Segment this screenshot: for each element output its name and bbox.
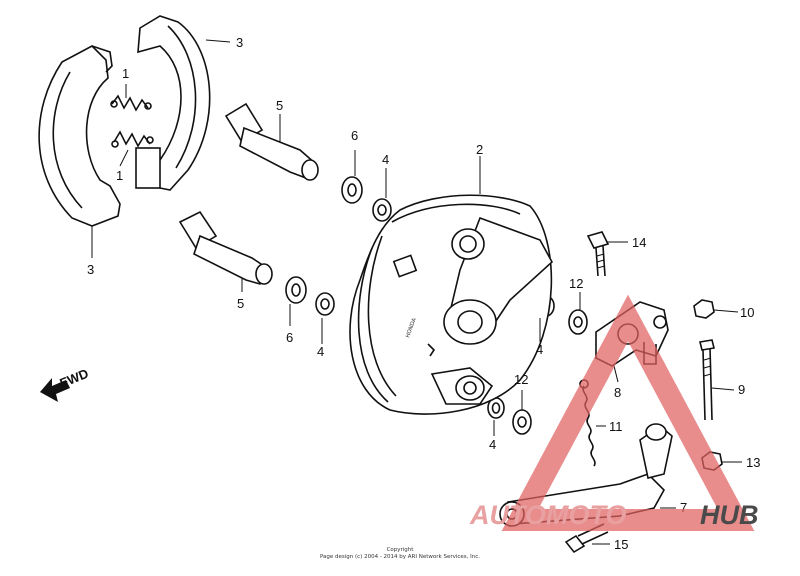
callout-3b: 3 [87, 262, 94, 277]
callout-1a: 1 [122, 66, 129, 81]
callout-4c: 4 [536, 342, 543, 357]
watermark-logo: AUTOMOTO HUB [469, 294, 759, 531]
shoe-spring-upper [110, 94, 152, 112]
callout-12a: 12 [569, 276, 583, 291]
callout-4d: 4 [489, 437, 496, 452]
fwd-label: FWD [58, 366, 91, 391]
nut-10 [693, 299, 715, 319]
callout-5b: 5 [237, 296, 244, 311]
callouts: 1 1 2 3 3 4 4 4 4 5 5 6 6 7 8 9 10 11 12… [87, 35, 760, 552]
washer-6-upper [341, 176, 363, 204]
callout-8: 8 [614, 385, 621, 400]
washer-12-right-upper [568, 309, 588, 335]
callout-4a: 4 [382, 152, 389, 167]
callout-11: 11 [609, 419, 623, 434]
callout-10: 10 [740, 305, 754, 320]
callout-7: 7 [680, 500, 687, 515]
callout-2: 2 [476, 142, 483, 157]
footer-copyright: Copyright [387, 547, 415, 553]
callout-13: 13 [746, 455, 760, 470]
callout-4b: 4 [317, 344, 324, 359]
shoe-spring-lower [111, 130, 154, 148]
brake-panel [349, 194, 554, 415]
washer-12-right-lower [512, 409, 532, 435]
callout-15: 15 [614, 537, 628, 552]
brake-shoe-front [38, 45, 121, 227]
callout-1b: 1 [116, 168, 123, 183]
callout-3a: 3 [236, 35, 243, 50]
footer-credit: Page design (c) 2004 - 2014 by ARI Netwo… [320, 554, 480, 560]
callout-9: 9 [738, 382, 745, 397]
callout-6a: 6 [351, 128, 358, 143]
callout-12b: 12 [514, 372, 528, 387]
washer-6-lower [285, 276, 307, 304]
callout-6b: 6 [286, 330, 293, 345]
watermark-text-part1: AUTOMOTO [469, 500, 627, 530]
callout-5a: 5 [276, 98, 283, 113]
long-bolt-9 [699, 339, 715, 421]
forward-arrow-icon [40, 378, 70, 402]
leader-lines [91, 39, 742, 545]
watermark-text-part2: HUB [700, 500, 759, 530]
seal-4-upper [372, 198, 392, 222]
callout-14: 14 [632, 235, 646, 250]
brake-shoe-rear [135, 15, 211, 191]
bolt-14 [586, 231, 610, 277]
brake-cam-lower [178, 210, 273, 285]
seal-4-lower [315, 292, 335, 316]
brake-cam-upper [224, 102, 319, 181]
